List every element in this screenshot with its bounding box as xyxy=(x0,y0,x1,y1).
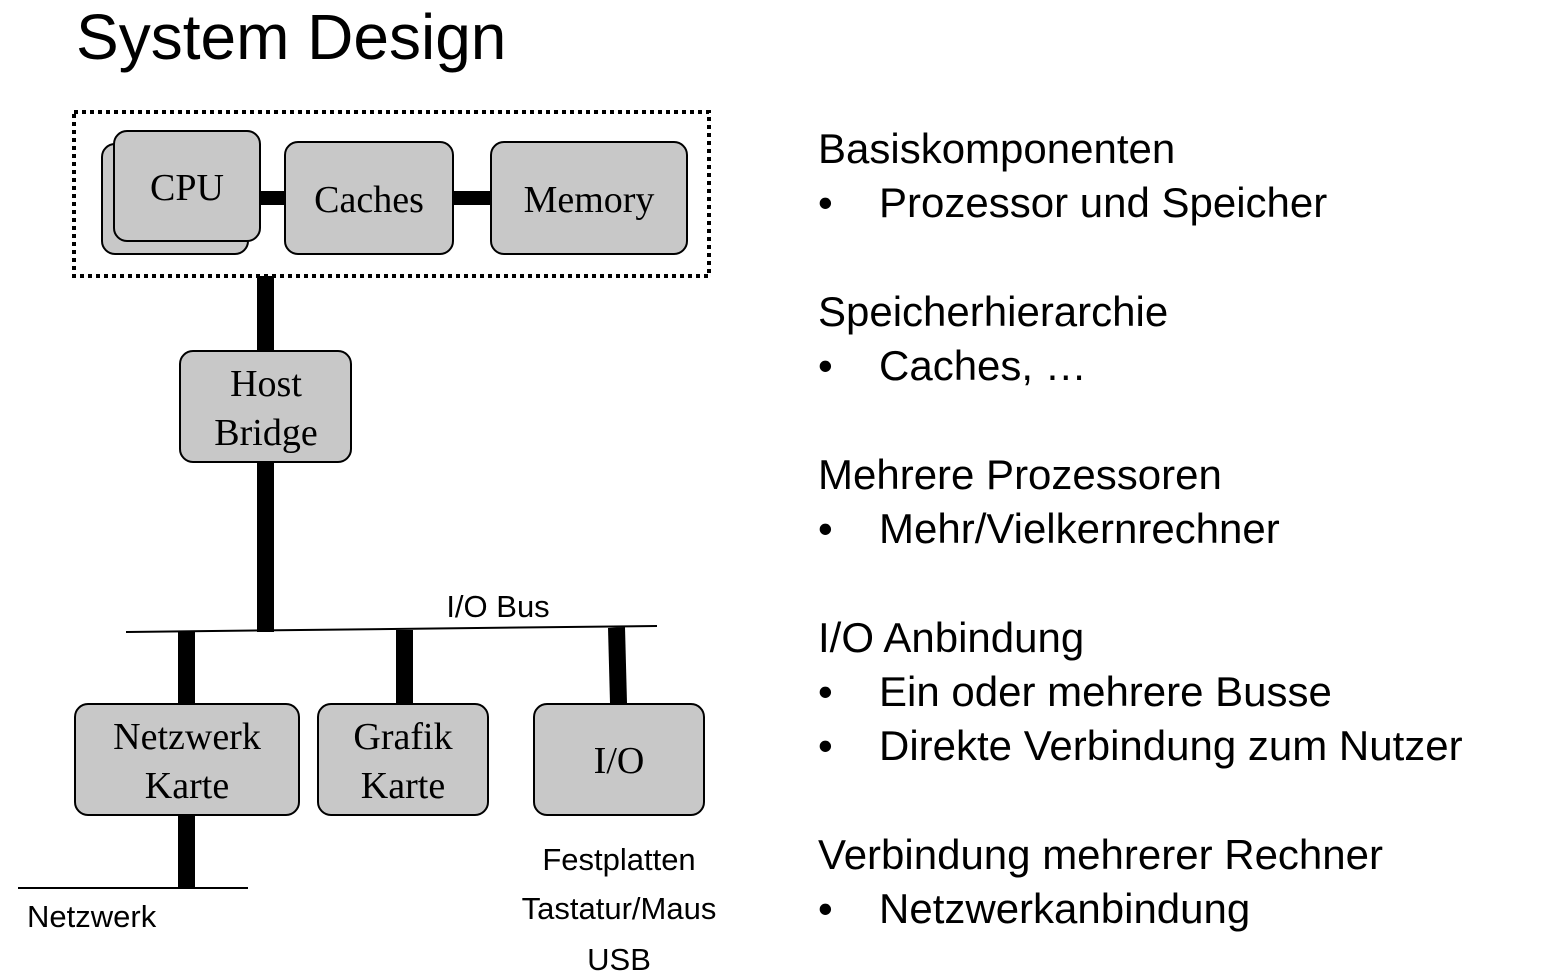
memory-label: Memory xyxy=(524,179,655,221)
memory-box xyxy=(490,141,688,255)
page-title: System Design xyxy=(76,1,507,73)
bullet-item: Prozessor und Speicher xyxy=(818,176,1548,230)
bus-io-link xyxy=(608,627,627,703)
host-bridge-box xyxy=(179,350,352,463)
netzwerk-karte-label-line2: Karte xyxy=(145,765,229,807)
grafik-karte-label-line1: Grafik xyxy=(353,716,452,758)
io-box xyxy=(533,703,705,816)
io-device-usb: USB xyxy=(587,942,651,977)
grafik-karte-label-line2: Karte xyxy=(361,765,445,807)
processor-boundary xyxy=(72,110,711,278)
caches-label: Caches xyxy=(314,179,424,221)
bullet-list: Basiskomponenten Prozessor und Speicher … xyxy=(818,122,1548,936)
io-device-tastatur-maus: Tastatur/Maus xyxy=(522,891,717,926)
bus-netzwerk-link xyxy=(178,632,195,704)
section-mehrere-prozessoren: Mehrere Prozessoren Mehr/Vielkernrechner xyxy=(818,448,1548,556)
cpu-box xyxy=(113,130,261,242)
section-speicherhierarchie: Speicherhierarchie Caches, … xyxy=(818,285,1548,393)
io-label: I/O xyxy=(594,740,645,782)
caches-box xyxy=(284,141,454,255)
section-io-anbindung: I/O Anbindung Ein oder mehrere Busse Dir… xyxy=(818,611,1548,773)
bullet-item: Caches, … xyxy=(818,339,1548,393)
io-device-festplatten: Festplatten xyxy=(542,842,695,877)
io-bus-label: I/O Bus xyxy=(446,589,549,624)
netzwerk-karte-net-link xyxy=(178,814,195,888)
section-heading: I/O Anbindung xyxy=(818,614,1085,661)
netzwerk-label: Netzwerk xyxy=(27,899,157,934)
caches-memory-link xyxy=(452,191,492,205)
connectors xyxy=(178,191,627,888)
section-verbindung-mehrerer-rechner: Verbindung mehrerer Rechner Netzwerkanbi… xyxy=(818,828,1548,936)
io-bus-line xyxy=(125,625,658,633)
bridge-bus-link xyxy=(257,462,274,632)
bullet-item: Direkte Verbindung zum Nutzer xyxy=(818,719,1548,773)
section-heading: Mehrere Prozessoren xyxy=(818,451,1222,498)
processor-bridge-link xyxy=(257,276,274,351)
host-bridge-label-line2: Bridge xyxy=(214,412,317,454)
section-heading: Speicherhierarchie xyxy=(818,288,1169,335)
system-diagram: CPU Caches Memory Host Bridge I/O Bus Ne… xyxy=(18,110,717,977)
cpu-label: CPU xyxy=(150,167,224,209)
netzwerk-karte-label-line1: Netzwerk xyxy=(113,716,261,758)
host-bridge-label-line1: Host xyxy=(230,363,302,405)
section-heading: Basiskomponenten xyxy=(818,125,1176,172)
bullet-item: Netzwerkanbindung xyxy=(818,882,1548,936)
cpu-caches-link xyxy=(258,191,286,205)
section-heading: Verbindung mehrerer Rechner xyxy=(818,831,1383,878)
netzwerk-karte-box xyxy=(74,703,300,816)
bullet-item: Mehr/Vielkernrechner xyxy=(818,502,1548,556)
grafik-karte-box xyxy=(317,703,489,816)
bullet-item: Ein oder mehrere Busse xyxy=(818,665,1548,719)
bus-grafik-link xyxy=(396,630,413,704)
section-basiskomponenten: Basiskomponenten Prozessor und Speicher xyxy=(818,122,1548,230)
